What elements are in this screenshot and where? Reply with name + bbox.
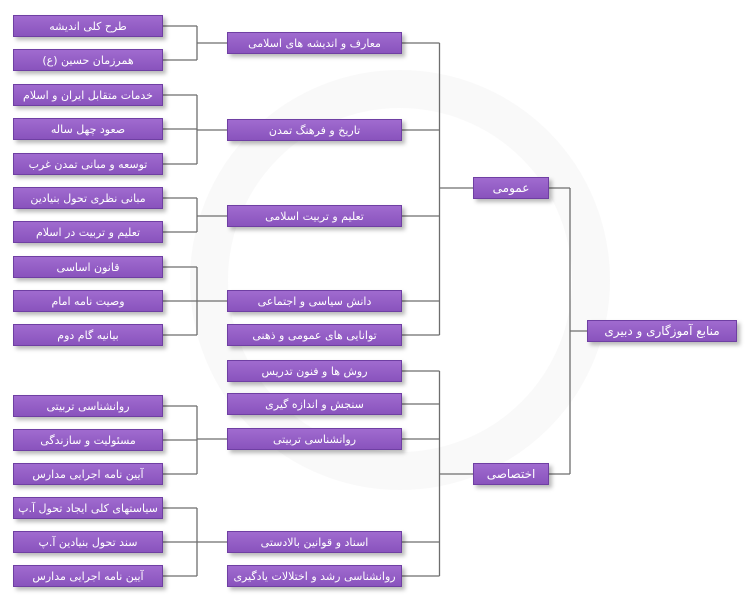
group-node: تاریخ و فرهنگ تمدن: [227, 119, 402, 141]
group-node: تعلیم و تربیت اسلامی: [227, 205, 402, 227]
group-node: روش ها و فنون تدریس: [227, 360, 402, 382]
leaf-node: تعلیم و تربیت در اسلام: [13, 221, 163, 243]
leaf-node: همرزمان حسین (ع): [13, 49, 163, 71]
leaf-node: آیین نامه اجرایی مدارس: [13, 463, 163, 485]
leaf-node: روانشناسی تربیتی: [13, 395, 163, 417]
leaf-node: قانون اساسی: [13, 256, 163, 278]
leaf-node: سند تحول بنیادین آ.پ: [13, 531, 163, 553]
group-node: دانش سیاسی و اجتماعی: [227, 290, 402, 312]
leaf-node: صعود چهل ساله: [13, 118, 163, 140]
group-node: معارف و اندیشه های اسلامی: [227, 32, 402, 54]
leaf-node: وصیت نامه امام: [13, 290, 163, 312]
group-node: سنجش و اندازه گیری: [227, 393, 402, 415]
leaf-node: آیین نامه اجرایی مدارس: [13, 565, 163, 587]
group-node: اسناد و قوانین بالادستی: [227, 531, 402, 553]
leaf-node: خدمات متقابل ایران و اسلام: [13, 84, 163, 106]
group-node: توانایی های عمومی و ذهنی: [227, 324, 402, 346]
group-node: روانشناسی رشد و اختلالات یادگیری: [227, 565, 402, 587]
category-node: اختصاصی: [473, 463, 549, 485]
leaf-node: مسئولیت و سازندگی: [13, 429, 163, 451]
group-node: روانشناسی تربیتی: [227, 428, 402, 450]
leaf-node: مبانی نظری تحول بنیادین: [13, 187, 163, 209]
leaf-node: بیانیه گام دوم: [13, 324, 163, 346]
root-node: منابع آموزگاری و دبیری: [587, 320, 737, 342]
leaf-node: سیاستهای کلی ایجاد تحول آ.پ: [13, 497, 163, 519]
leaf-node: توسعه و مبانی تمدن غرب: [13, 153, 163, 175]
leaf-node: طرح کلی اندیشه: [13, 15, 163, 37]
category-node: عمومی: [473, 177, 549, 199]
